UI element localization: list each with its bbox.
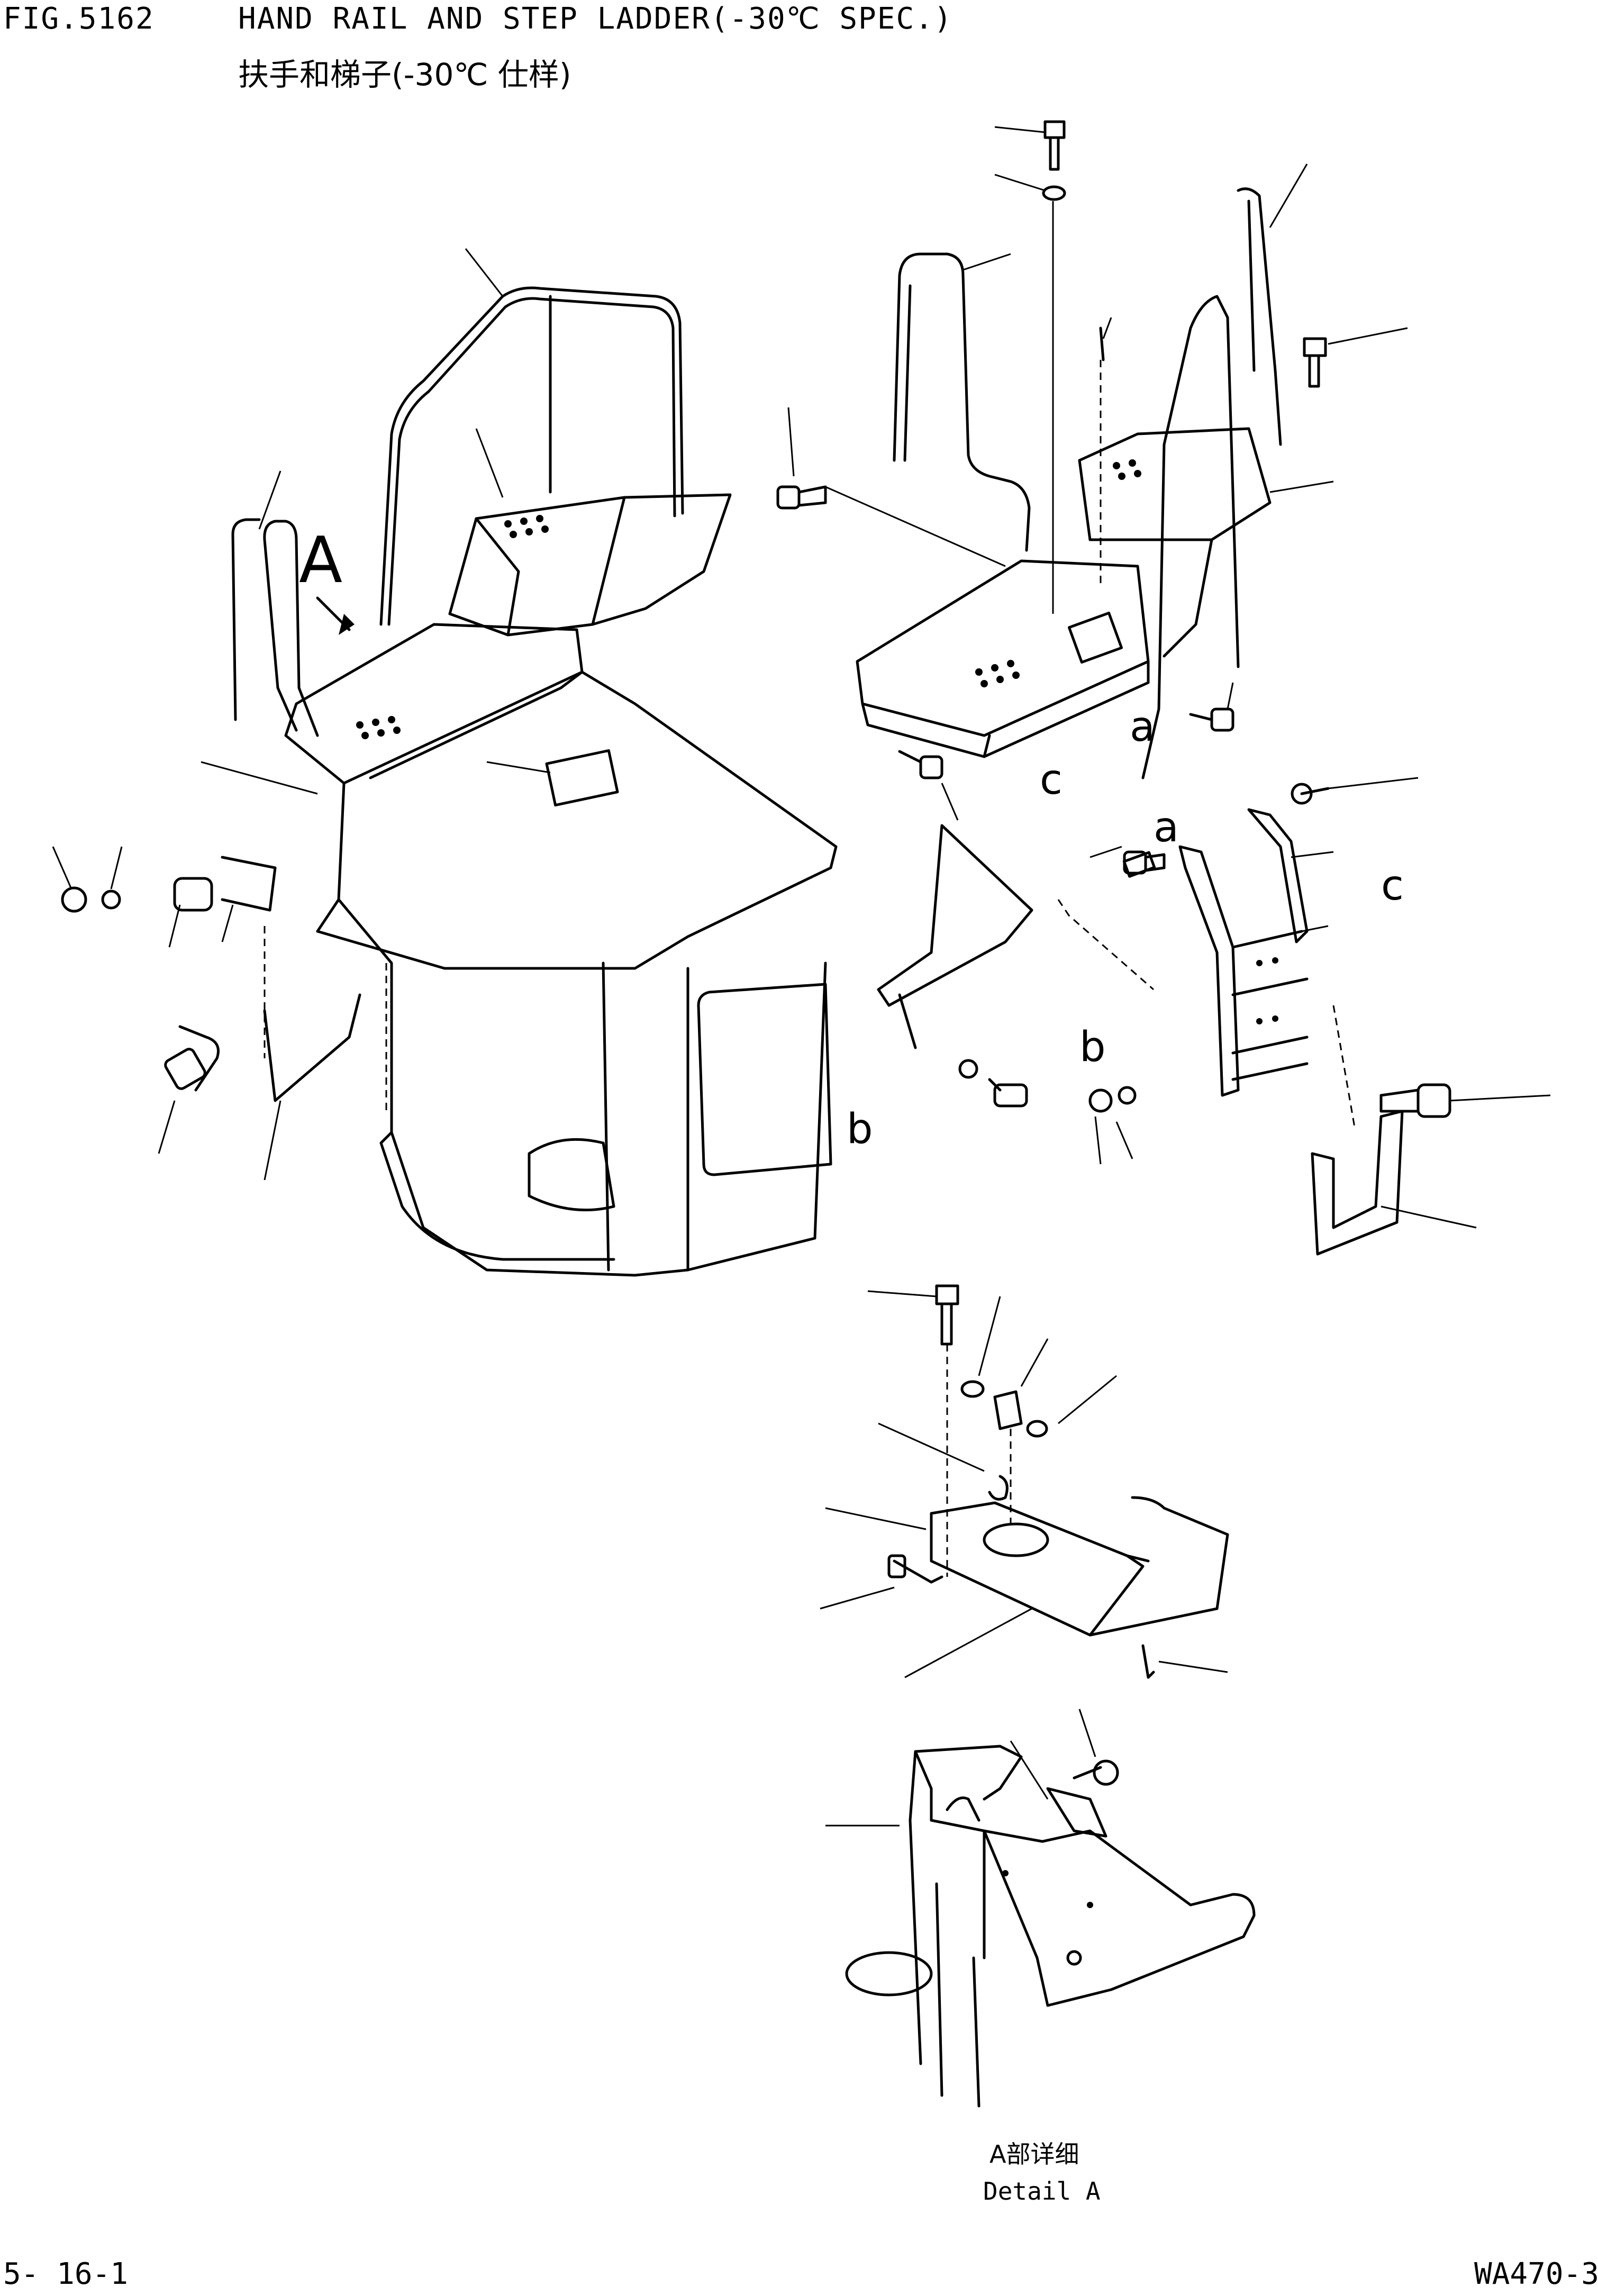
handrail-right	[1141, 295, 1240, 779]
ladder-bracket	[877, 824, 1033, 1007]
upper-step-box	[448, 493, 732, 637]
callout-A: A	[299, 524, 342, 597]
ladder-lower-bracket	[1311, 1110, 1404, 1256]
callout-b-ladder: b	[1079, 1023, 1106, 1071]
step-ladder-assembly	[877, 777, 1551, 1256]
detail-a-exploded	[820, 1284, 1229, 1679]
callout-c-upper: c	[1040, 756, 1063, 804]
callout-a-upper: a	[1130, 703, 1155, 751]
handrail-left-large	[379, 286, 684, 626]
title-english: HAND RAIL AND STEP LADDER(-30℃ SPEC.)	[238, 2, 953, 36]
model-code: WA470-3	[1474, 2257, 1598, 2291]
detail-a-assembled	[825, 1709, 1256, 2108]
callout-a-lower: a	[1154, 804, 1179, 851]
ladder-side-left	[1178, 845, 1240, 1097]
handrail-center	[893, 252, 1031, 552]
ladder-side-right	[1247, 808, 1309, 943]
figure-number: FIG.5162	[3, 2, 155, 36]
cab-body	[337, 898, 827, 1277]
detail-caption-chinese: A部详细	[989, 2140, 1079, 2168]
right-step-assembly	[776, 120, 1408, 821]
detail-a-plate	[930, 1501, 1145, 1637]
detail-caption-english: Detail A	[983, 2177, 1101, 2206]
deck-plate	[284, 623, 584, 785]
hole-pattern	[356, 515, 549, 739]
title-chinese: 扶手和梯子(-30℃ 仕样)	[238, 57, 571, 93]
left-platform-assembly	[52, 248, 838, 1277]
callout-c-lower: c	[1381, 862, 1404, 910]
page-number: 5- 16-1	[3, 2257, 129, 2291]
right-platform	[856, 559, 1150, 737]
callout-b-cab: b	[847, 1105, 873, 1153]
